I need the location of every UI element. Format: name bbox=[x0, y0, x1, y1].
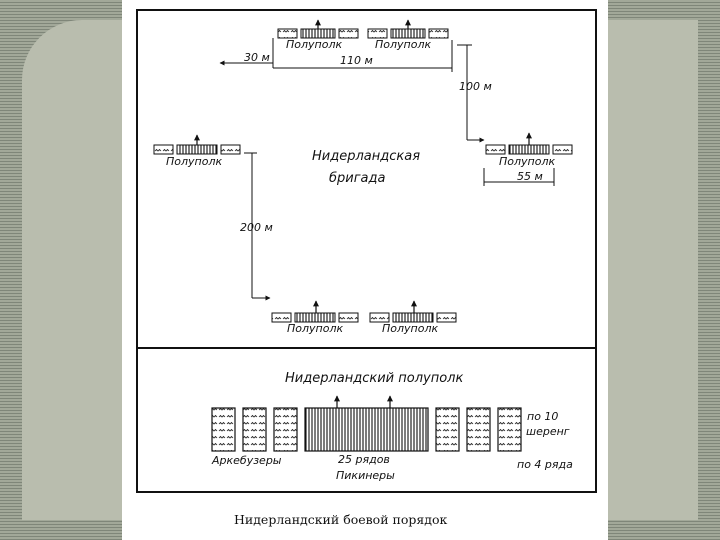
figure-caption: Нидерландский боевой порядок bbox=[234, 512, 447, 527]
dimension-30m-label: 30 м bbox=[244, 51, 270, 64]
per-ten-label-line2: шеренг bbox=[526, 425, 570, 438]
dimension-100m-label: 100 м bbox=[459, 80, 492, 93]
arquebusiers-label: Аркебузеры bbox=[211, 454, 282, 467]
dimension-110m-label: 110 м bbox=[340, 54, 373, 67]
half-regiment-label: Полуполк bbox=[382, 322, 438, 335]
lower-panel-title: Нидерландский полуполк bbox=[285, 371, 463, 386]
dimension-200m-label: 200 м bbox=[240, 221, 273, 234]
dimension-55m-label: 55 м bbox=[517, 170, 543, 183]
per-four-label: по 4 ряда bbox=[517, 458, 573, 471]
arquebusier-blocks-left bbox=[211, 407, 298, 452]
half-regiment-label: Полуполк bbox=[166, 155, 222, 168]
half-regiment-top-right bbox=[367, 19, 449, 39]
pikemen-block bbox=[304, 395, 429, 452]
per-ten-label-line1: по 10 bbox=[527, 410, 558, 423]
formation-diagram: Полуполк Полуполк 30 м 110 м 100 м Полуп… bbox=[136, 9, 597, 527]
pikemen-label: Пикинеры bbox=[336, 469, 395, 482]
half-regiment-left bbox=[153, 134, 241, 155]
figure-page: Полуполк Полуполк 30 м 110 м 100 м Полуп… bbox=[122, 0, 608, 540]
half-regiment-label: Полуполк bbox=[499, 155, 555, 168]
half-regiment-bottom-right bbox=[369, 300, 457, 323]
half-regiment-right bbox=[485, 132, 573, 155]
half-regiment-label: Полуполк bbox=[375, 38, 431, 51]
pikemen-rows-label: 25 рядов bbox=[338, 453, 390, 466]
half-regiment-top-left bbox=[277, 19, 359, 39]
lower-frame bbox=[136, 347, 597, 493]
half-regiment-bottom-left bbox=[271, 300, 359, 323]
half-regiment-label: Полуполк bbox=[286, 38, 342, 51]
brigade-label-line1: Нидерландская bbox=[312, 149, 420, 164]
arquebusier-blocks-right bbox=[435, 407, 522, 452]
brigade-label-line2: бригада bbox=[329, 171, 386, 186]
half-regiment-label: Полуполк bbox=[287, 322, 343, 335]
